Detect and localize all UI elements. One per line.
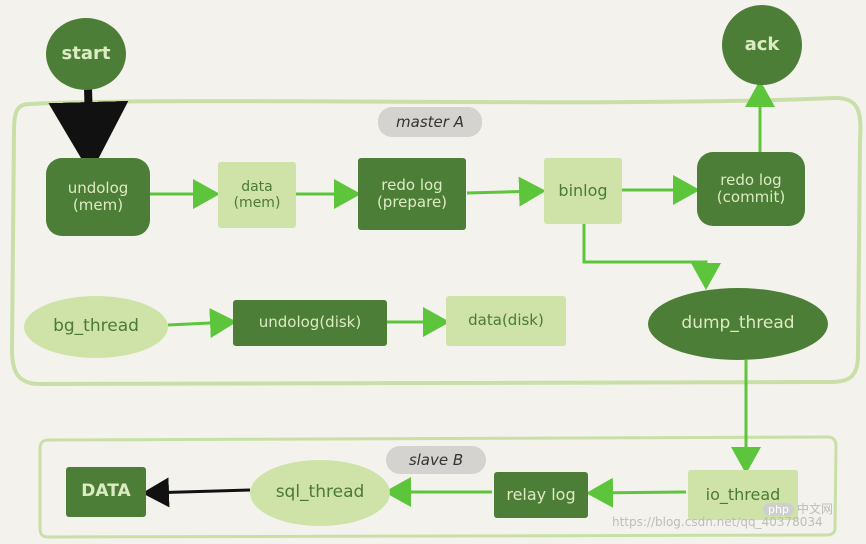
- redo-log-commit-label: redo log: [720, 170, 782, 189]
- undolog-disk-node: undolog(disk): [233, 300, 387, 346]
- watermark: https://blog.csdn.net/qq_40378034: [612, 515, 823, 529]
- slave-group-label: slave B: [386, 446, 486, 474]
- slave-group-border: [38, 435, 838, 539]
- ack-node: ack: [722, 5, 802, 85]
- redo-log-commit-sublabel: (commit): [716, 188, 786, 206]
- arrow-sql-thread-to-data: [142, 477, 251, 508]
- arrow-redo-prepare-to-binlog: [466, 176, 546, 207]
- data-mem-sublabel: (mem): [233, 195, 281, 211]
- data-disk-node: data(disk): [446, 296, 566, 346]
- undolog-mem-label: undolog: [67, 178, 129, 197]
- dump-thread-node: dump_thread: [648, 288, 828, 360]
- php-logo: php: [763, 503, 794, 516]
- arrow-io-thread-to-relay-log: [586, 477, 687, 508]
- data-node: DATA: [66, 467, 146, 517]
- undolog-mem-node: undolog (mem): [46, 158, 150, 236]
- watermark-url: https://blog.csdn.net/qq_40378034: [612, 515, 823, 529]
- data-mem-label: data: [241, 178, 273, 195]
- undolog-mem-sublabel: (mem): [72, 196, 124, 214]
- arrow-binlog-to-dump-thread: [582, 224, 721, 290]
- arrow-bg-thread-to-undolog-disk: [167, 308, 237, 338]
- binlog-node: binlog: [544, 158, 622, 224]
- redo-log-prepare-sublabel: (prepare): [376, 193, 448, 211]
- master-group-border: [9, 95, 863, 387]
- start-node: start: [46, 18, 126, 90]
- relay-log-node: relay log: [494, 472, 588, 518]
- bg-thread-node: bg_thread: [24, 296, 168, 358]
- master-group-label: master A: [378, 107, 482, 137]
- watermark-site: 中文网: [796, 502, 833, 516]
- arrow-start-to-undolog: [48, 87, 129, 174]
- sql-thread-node: sql_thread: [250, 460, 390, 526]
- redo-log-commit-node: redo log (commit): [697, 152, 805, 226]
- data-mem-node: data (mem): [218, 162, 296, 228]
- redo-log-prepare-node: redo log (prepare): [358, 158, 466, 230]
- redo-log-prepare-label: redo log: [381, 175, 443, 194]
